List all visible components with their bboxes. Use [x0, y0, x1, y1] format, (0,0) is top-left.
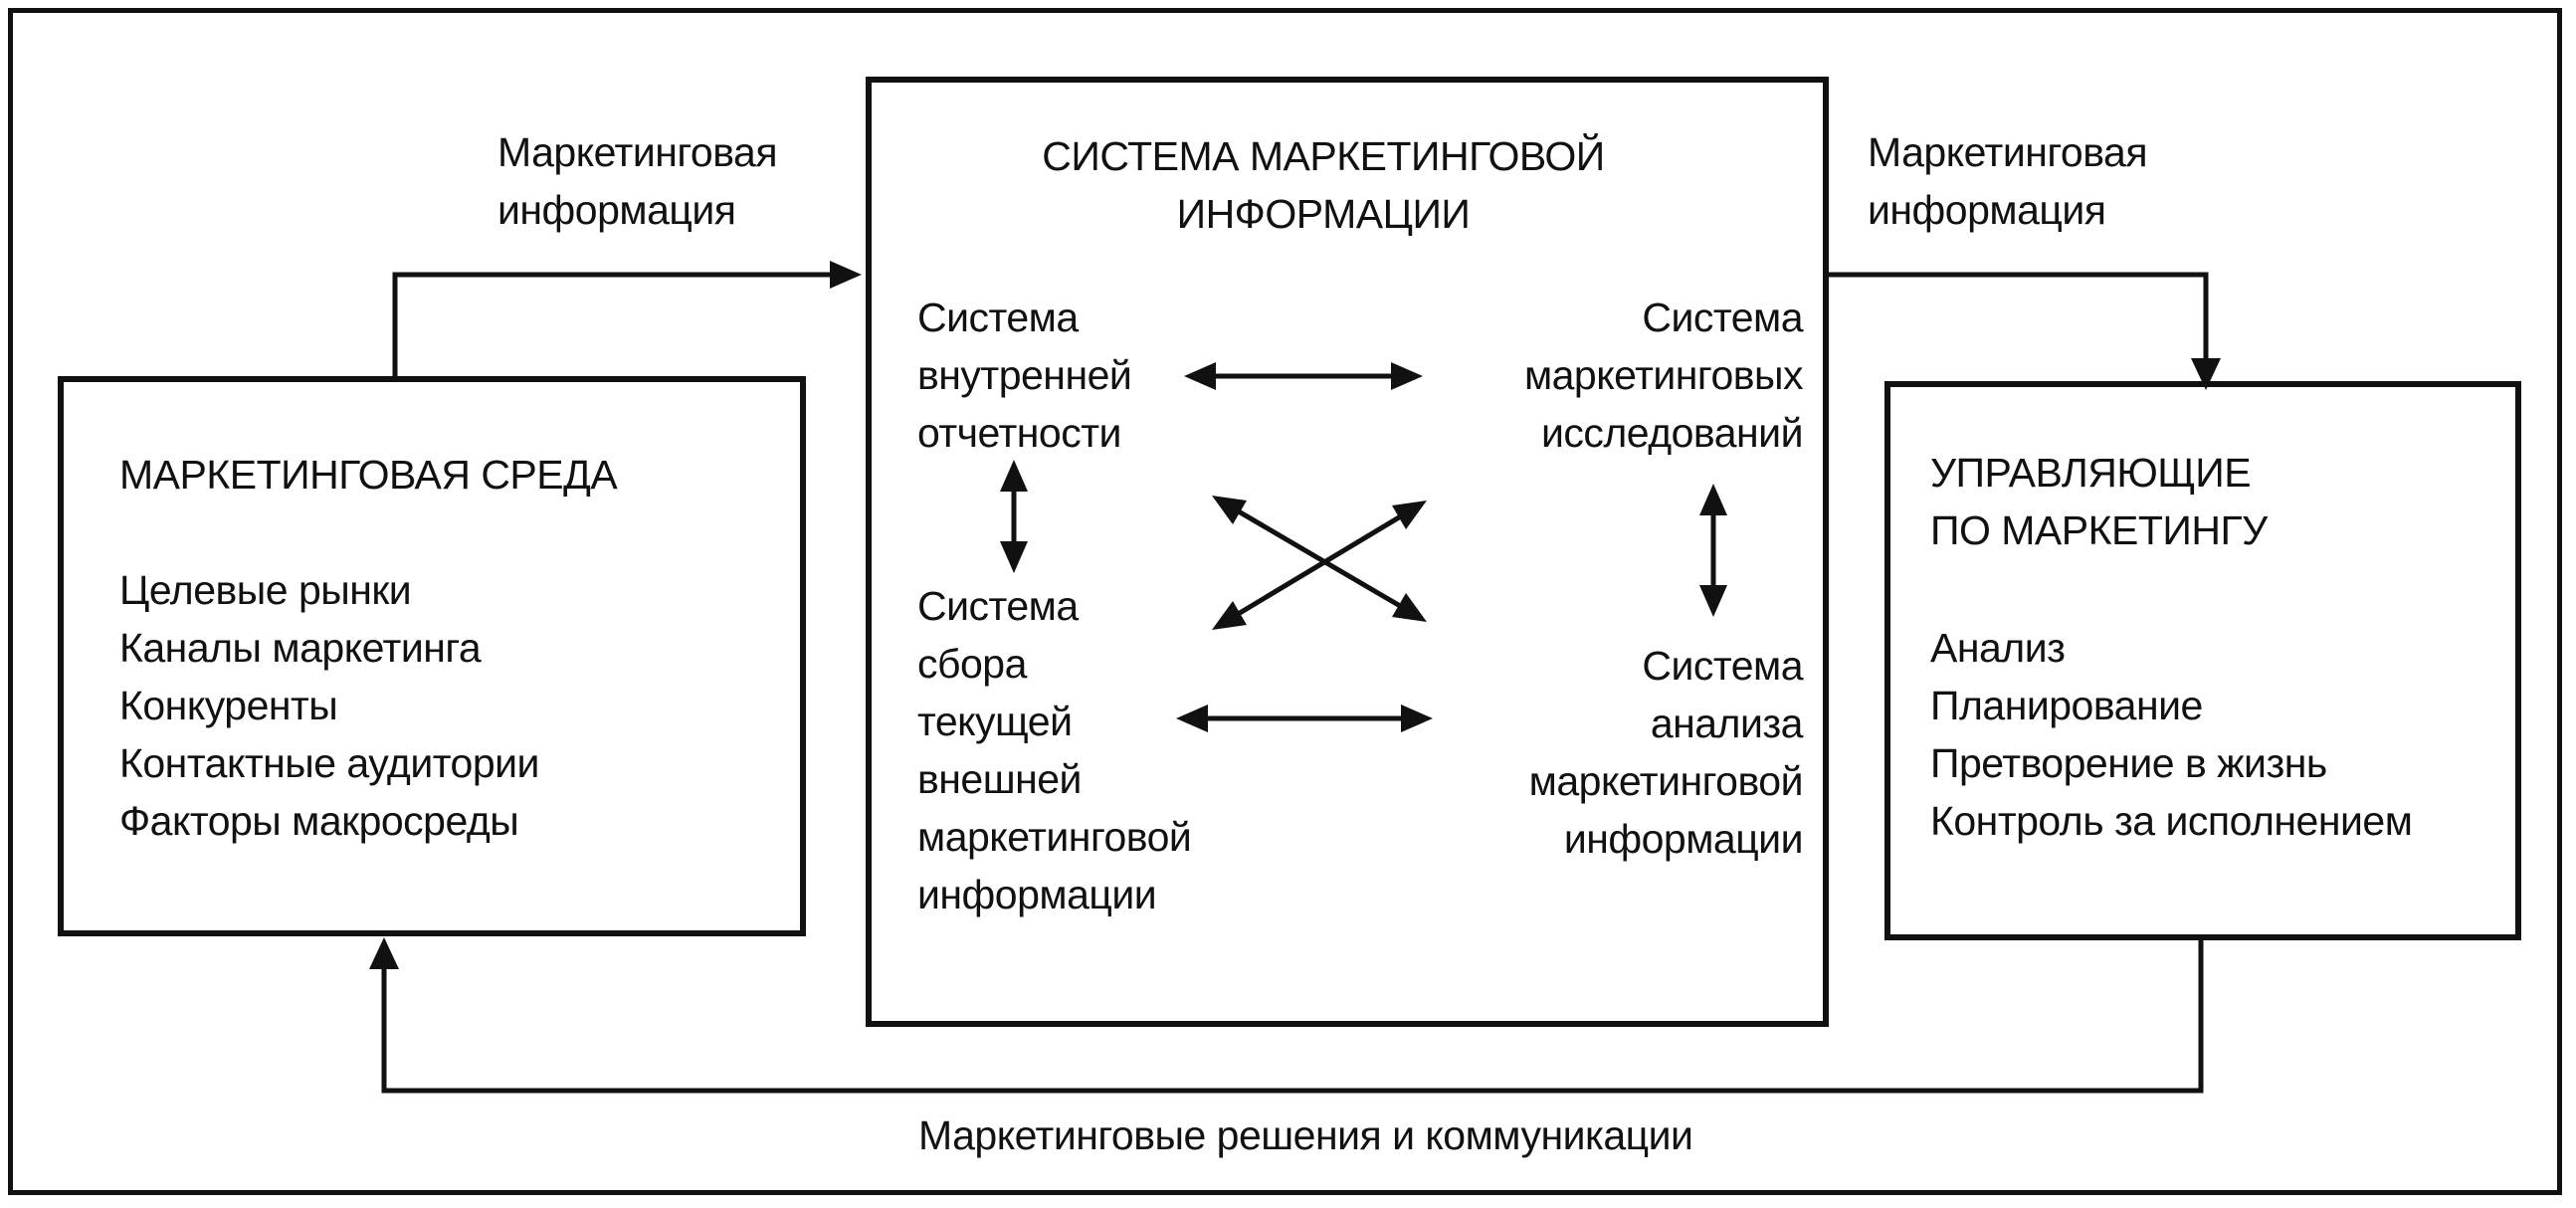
list-item: Факторы макросреды: [119, 798, 519, 844]
marketing-environment-box: [58, 376, 806, 936]
managers-title: УПРАВЛЯЮЩИЕ ПО МАРКЕТИНГУ: [1930, 450, 2268, 553]
arrowhead-env-in: [369, 937, 399, 969]
arrowhead-diag2-start: [1212, 601, 1247, 630]
mis-title: СИСТЕМА МАРКЕТИНГОВОЙ ИНФОРМАЦИИ: [1042, 133, 1605, 237]
arrow-diagonal-intelligence-research: [1218, 503, 1421, 628]
list-item: Каналы маркетинга: [119, 625, 482, 671]
marketing-research-system: Система маркетинговых исследований: [1523, 295, 1804, 456]
arrowhead-managers-in: [2191, 358, 2221, 390]
internal-records-system: Система внутренней отчетности: [917, 295, 1132, 456]
list-item: Анализ: [1930, 625, 2066, 671]
arrow-env-to-mis: [392, 272, 856, 376]
marketing-intelligence-system: Система сбора текущей внешней маркетинго…: [917, 583, 1192, 917]
list-item: Целевые рынки: [119, 567, 412, 613]
arrowhead-intelligence-down: [1000, 541, 1028, 573]
arrowhead-research-up: [1699, 484, 1727, 515]
list-item: Контактные аудитории: [119, 740, 539, 786]
arrowhead-intelligence-left: [1176, 705, 1208, 732]
arrowhead-diag2-end: [1392, 501, 1427, 529]
list-item: Претворение в жизнь: [1930, 740, 2327, 786]
list-item: Контроль за исполнением: [1930, 798, 2413, 844]
arrowhead-analysis-down: [1699, 585, 1727, 617]
arrowhead-mis-in: [830, 261, 862, 289]
marketing-analysis-system: Система анализа маркетинговой информации: [1528, 643, 1804, 862]
arrow-mis-to-managers: [1829, 272, 2209, 386]
managers-items: Анализ Планирование Претворение в жизнь …: [1930, 619, 2413, 850]
environment-title: МАРКЕТИНГОВАЯ СРЕДА: [119, 452, 618, 498]
list-item: Конкуренты: [119, 683, 338, 728]
arrowhead-internal-left: [1184, 362, 1216, 390]
arrowhead-analysis-right: [1401, 705, 1433, 732]
managers-box: [1884, 381, 2521, 940]
info-label-right: Маркетинговая информация: [1868, 129, 2148, 233]
arrowhead-research-right: [1391, 362, 1423, 390]
mis-box: [866, 77, 1829, 1027]
bottom-label: Маркетинговые решения и коммуникации: [918, 1112, 1693, 1158]
arrowhead-internal-up: [1000, 460, 1028, 492]
list-item: Планирование: [1930, 683, 2203, 728]
arrow-managers-to-env: [381, 939, 2204, 1094]
diagram-frame: [8, 8, 2562, 1195]
environment-items: Целевые рынки Каналы маркетинга Конкурен…: [119, 561, 539, 850]
arrow-diagonal-internal-analysis: [1218, 498, 1421, 620]
arrowhead-diag1-start: [1212, 496, 1247, 524]
arrowhead-diag1-end: [1392, 593, 1427, 622]
info-label-left: Маркетинговая информация: [497, 129, 778, 233]
